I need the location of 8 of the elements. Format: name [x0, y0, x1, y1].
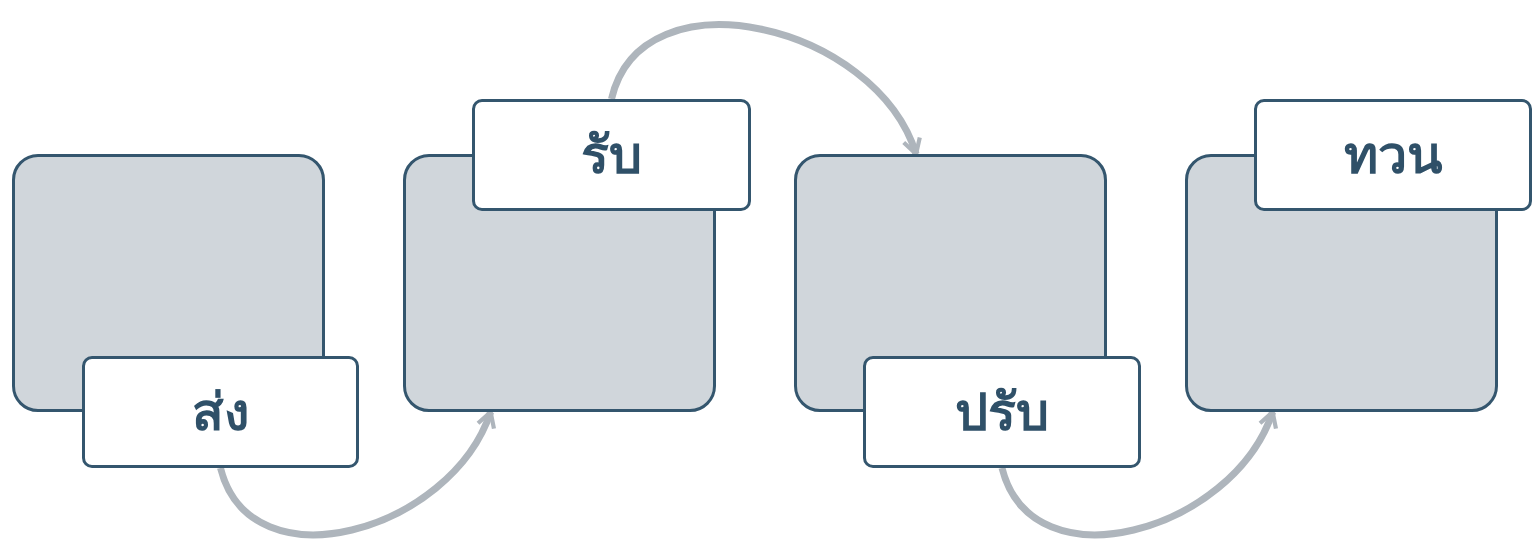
- label-text: ทวน: [1343, 123, 1443, 187]
- label-box: [472, 99, 751, 211]
- label-text: รับ: [581, 123, 642, 187]
- label-box: [82, 356, 359, 468]
- label-box: [1254, 99, 1532, 211]
- label-box: [863, 356, 1141, 468]
- label-text: ปรับ: [955, 380, 1049, 444]
- label-text: ส่ง: [192, 380, 249, 444]
